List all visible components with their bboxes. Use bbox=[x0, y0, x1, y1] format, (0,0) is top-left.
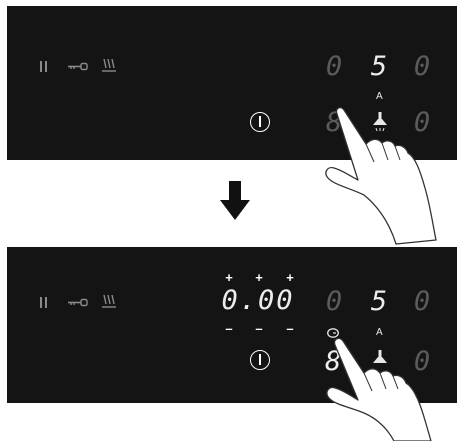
power-icon[interactable] bbox=[250, 350, 270, 370]
pause-icon[interactable] bbox=[40, 297, 48, 308]
timer-plus-button[interactable]: + bbox=[253, 271, 265, 284]
zone-display-right: 0 bbox=[412, 288, 432, 315]
zone-display-right: 0 bbox=[412, 53, 432, 80]
key-lock-icon[interactable] bbox=[68, 62, 88, 71]
bridge-zone-icon[interactable] bbox=[102, 294, 116, 308]
key-lock-icon[interactable] bbox=[68, 298, 88, 307]
pause-icon[interactable] bbox=[40, 61, 48, 72]
timer-minus-button[interactable]: – bbox=[223, 322, 235, 335]
pointing-hand-icon bbox=[322, 335, 442, 441]
timer-minus-button[interactable]: – bbox=[284, 322, 296, 335]
bridge-zone-icon[interactable] bbox=[102, 58, 116, 72]
zone-display-left: 0 bbox=[324, 53, 344, 80]
pointing-hand-icon bbox=[320, 100, 442, 245]
down-arrow-icon bbox=[220, 181, 250, 221]
power-icon[interactable] bbox=[250, 112, 270, 132]
hood-speed-display: 5 bbox=[369, 53, 389, 80]
timer-minus-button[interactable]: – bbox=[253, 322, 265, 335]
timer-plus-button[interactable]: + bbox=[223, 271, 235, 284]
timer-plus-button[interactable]: + bbox=[284, 271, 296, 284]
zone-display-left: 0 bbox=[324, 288, 344, 315]
timer-display: 0.00 bbox=[212, 287, 304, 314]
hood-speed-display: 5 bbox=[369, 288, 389, 315]
